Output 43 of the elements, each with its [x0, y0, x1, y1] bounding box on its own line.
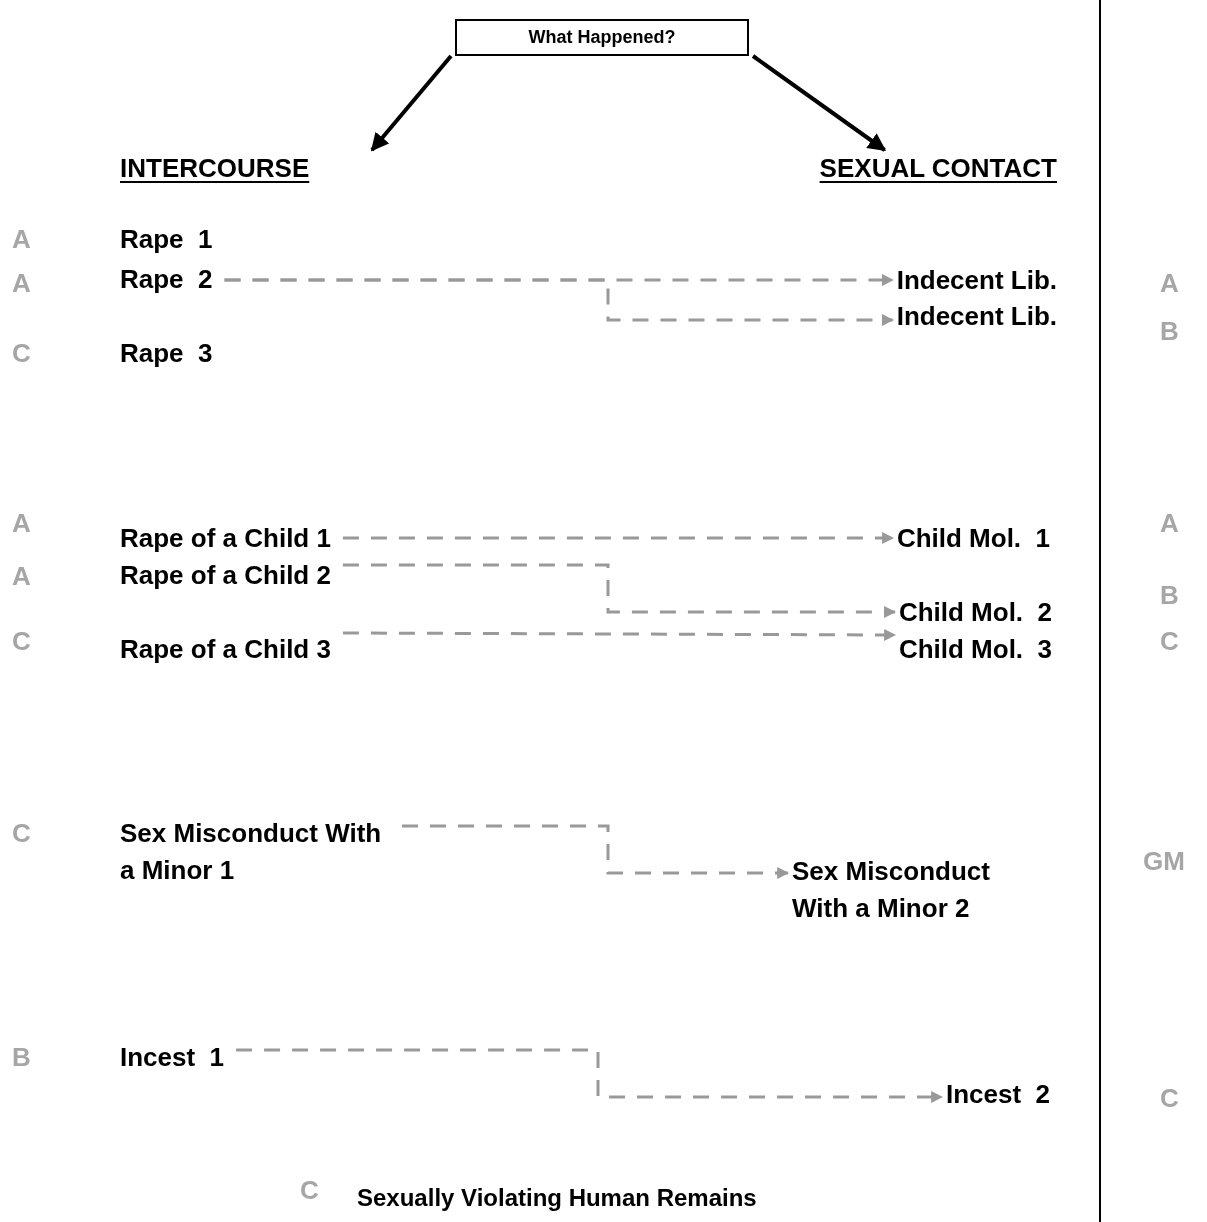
arrow: [342, 563, 897, 618]
grade-letter: B: [1160, 580, 1179, 610]
arrow: [342, 532, 895, 544]
offense-label: Incest 1: [120, 1039, 225, 1076]
grade-letter: C: [1160, 626, 1179, 656]
offense-label: Rape 1: [120, 224, 213, 254]
grade-letter: A: [1160, 268, 1179, 298]
arrow: [751, 54, 887, 152]
grade-letter: C: [12, 818, 31, 848]
offense-label: Child Mol. 1: [896, 520, 1050, 557]
offense-label: Child Mol. 3: [898, 631, 1052, 668]
arrow: [370, 54, 453, 152]
arrow: [342, 628, 897, 641]
arrow: [224, 278, 894, 326]
grade-letter: C: [12, 338, 31, 368]
arrow: [236, 1048, 944, 1103]
grade-letter: A: [12, 224, 31, 254]
offense-label: Rape 2: [120, 261, 213, 298]
offense-label: Rape of a Child 2: [120, 557, 331, 594]
grade-letter: A: [12, 508, 31, 538]
offense-label: Sexually Violating Human Remains: [357, 1183, 757, 1213]
arrow: [402, 824, 790, 879]
offense-label: Incest 2: [945, 1076, 1050, 1113]
offense-label: Sex Misconduct With a Minor 2: [792, 853, 1042, 927]
offense-label: Rape of a Child 1: [120, 520, 331, 557]
offense-label: Rape of a Child 3: [120, 631, 331, 668]
grade-letter: GM: [1143, 846, 1185, 876]
grade-letter: A: [1160, 508, 1179, 538]
column-heading: INTERCOURSE: [120, 150, 310, 187]
grade-letter: C: [300, 1175, 319, 1205]
offense-label: Child Mol. 2: [898, 594, 1052, 631]
offense-label: Indecent Lib.: [896, 262, 1057, 299]
column-heading: SEXUAL CONTACT: [819, 150, 1057, 187]
grade-letter: A: [12, 268, 31, 298]
grade-letter: A: [12, 561, 31, 591]
grade-letter: C: [12, 626, 31, 656]
offense-label: Sex Misconduct With a Minor 1: [120, 815, 390, 889]
offense-label: Rape 3: [120, 338, 213, 368]
grade-letter: C: [1160, 1083, 1179, 1113]
grade-letter: B: [12, 1042, 31, 1072]
offense-label: Indecent Lib.: [896, 298, 1057, 335]
question-box: What Happened?: [455, 19, 749, 56]
grade-letter: B: [1160, 316, 1179, 346]
